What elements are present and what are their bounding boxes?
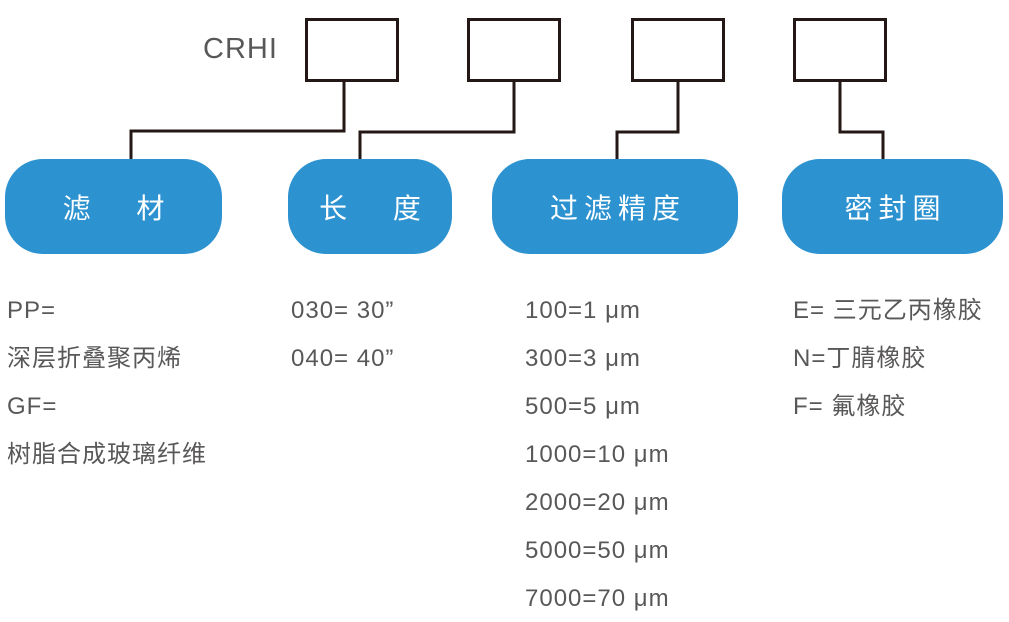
code-prefix-label: CRHI: [203, 33, 278, 65]
pill-length-label: 长 度: [319, 192, 427, 224]
option-row: 1000=10 μm: [525, 441, 670, 468]
pill-seal-ring: 密封圈: [782, 159, 1003, 254]
option-row: 300=3 μm: [525, 345, 641, 372]
options-seal-ring: E= 三元乙丙橡胶 N=丁腈橡胶 F= 氟橡胶: [793, 287, 983, 431]
option-row: 500=5 μm: [525, 393, 641, 420]
option-row: 7000=70 μm: [525, 585, 670, 612]
pill-filter-media: 滤 材: [5, 159, 222, 254]
connector-filtration-rating: [615, 82, 680, 160]
pill-seal-ring-label: 密封圈: [844, 192, 947, 224]
option-row: F= 氟橡胶: [793, 393, 907, 420]
option-row: 深层折叠聚丙烯: [7, 345, 182, 372]
connector-length: [358, 82, 516, 160]
code-box-length: [467, 18, 561, 82]
connector-filter-media: [129, 82, 346, 160]
option-row: N=丁腈橡胶: [793, 345, 927, 372]
option-row: GF=: [7, 393, 58, 420]
option-row: PP=: [7, 297, 57, 324]
option-row: 2000=20 μm: [525, 489, 670, 516]
pill-filtration-rating: 过滤精度: [492, 159, 738, 254]
option-row: 030= 30”: [291, 297, 395, 324]
option-row: 100=1 μm: [525, 297, 641, 324]
pill-filter-media-label: 滤 材: [62, 192, 171, 224]
options-filtration-rating: 100=1 μm 300=3 μm 500=5 μm 1000=10 μm 20…: [525, 287, 670, 622]
code-box-filtration-rating: [631, 18, 725, 82]
option-row: 040= 40”: [291, 345, 395, 372]
options-filter-media: PP= 深层折叠聚丙烯 GF= 树脂合成玻璃纤维: [7, 287, 207, 479]
pill-length: 长 度: [288, 159, 452, 254]
pill-filtration-rating-label: 过滤精度: [549, 192, 686, 224]
connector-seal-ring: [838, 82, 885, 160]
option-row: 5000=50 μm: [525, 537, 670, 564]
option-row: 树脂合成玻璃纤维: [7, 441, 207, 468]
code-box-seal-ring: [793, 18, 887, 82]
options-length: 030= 30” 040= 40”: [291, 287, 394, 383]
code-box-filter-media: [305, 18, 399, 82]
option-row: E= 三元乙丙橡胶: [793, 297, 983, 324]
